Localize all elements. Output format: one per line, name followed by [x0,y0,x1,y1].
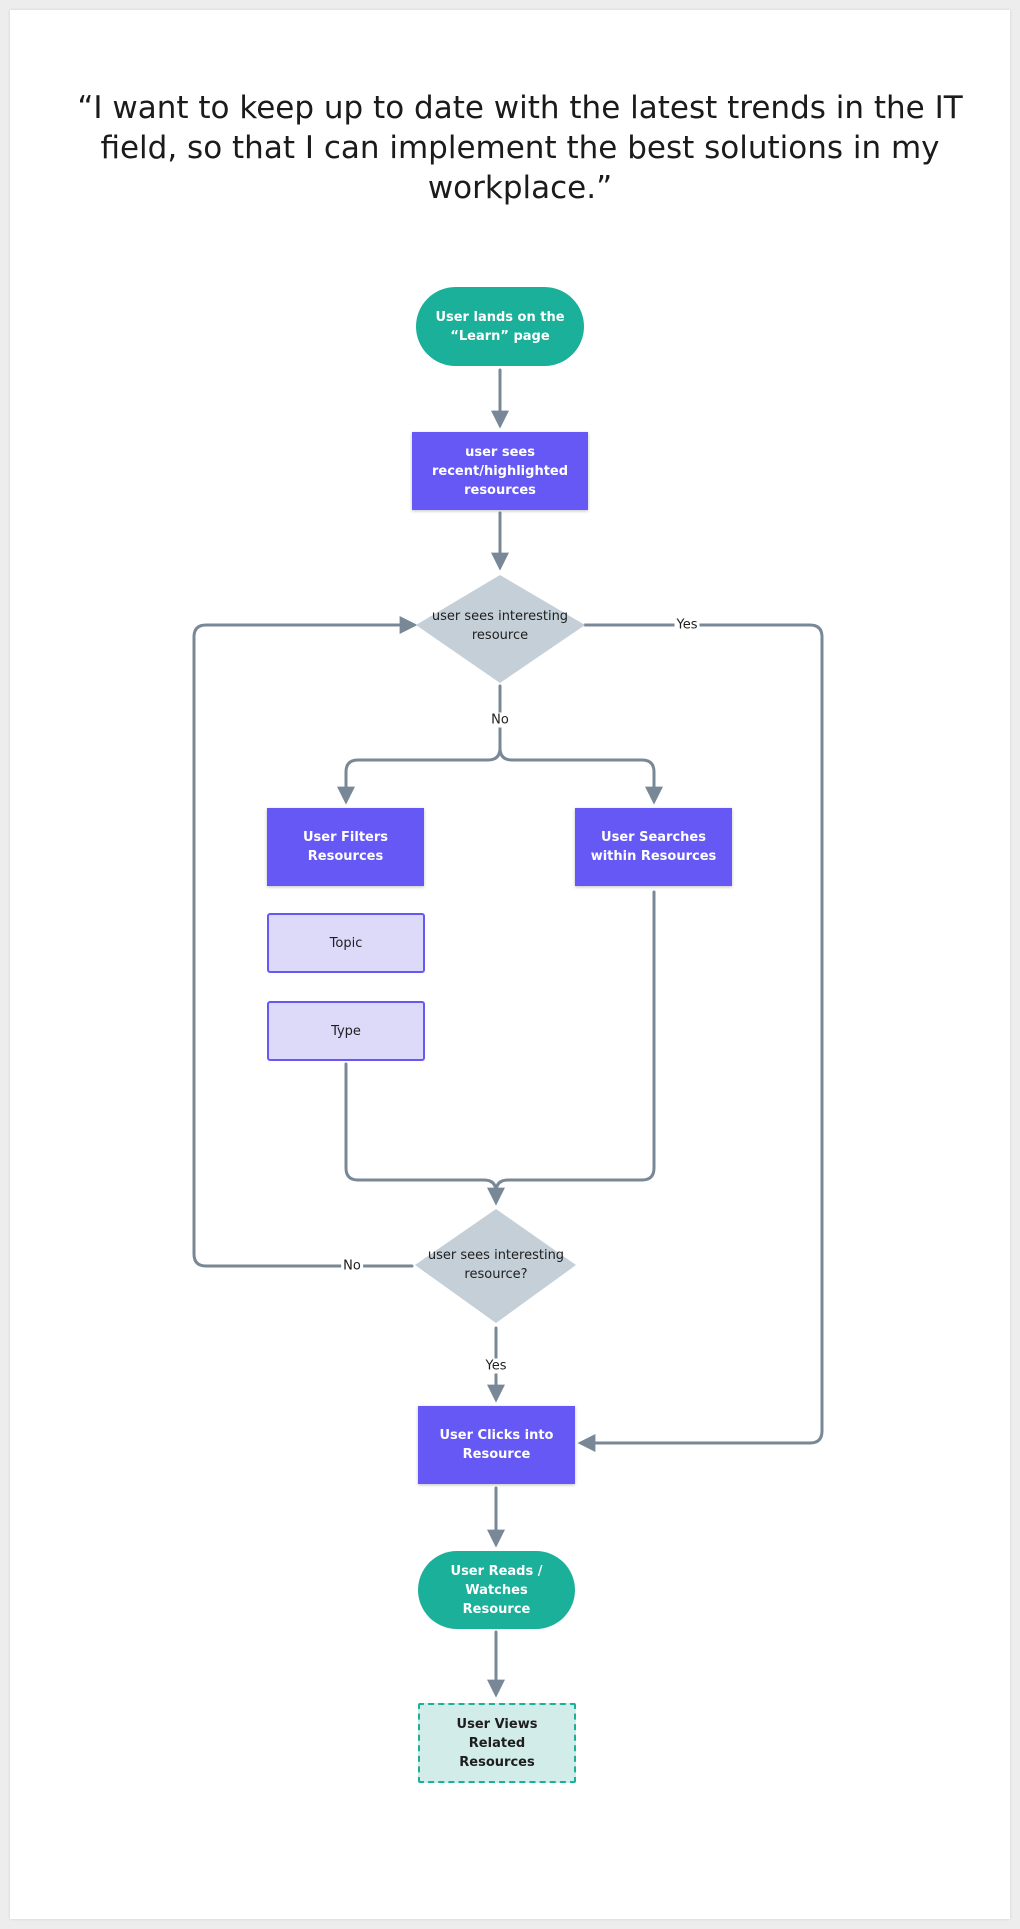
search-label: User Searches within Resources [590,830,717,864]
decision1-label: user sees interesting resource [431,609,569,643]
clicks-resource-label: User Clicks into Resource [439,1428,554,1462]
recent-resources-label: user sees recent/highlighted resources [431,444,569,498]
decision2-label: user sees interesting resource? [427,1248,565,1282]
reads-resource-node: User Reads / Watches Resource [418,1551,575,1629]
edge-decision2-no-loop [192,616,418,1268]
recent-resources-node: user sees recent/highlighted resources [412,432,588,510]
related-resources-label: User Views Related Resources [456,1716,538,1770]
decision-diamond-1 [416,575,585,683]
related-resources-node: User Views Related Resources [418,1703,576,1783]
decision2-node: user sees interesting resource? [411,1245,581,1285]
decision2-yes-label: Yes [483,1358,509,1374]
reads-resource-label: User Reads / Watches Resource [450,1563,543,1617]
edge-decision1-yes-to-clicks [577,623,824,1452]
flowchart-connectors [192,368,824,1698]
edge-search-to-merge [494,890,656,1194]
edge-decision1-no-to-search [498,746,663,805]
decision2-no-label: No [341,1258,363,1274]
decision1-no-label: No [489,712,511,728]
clicks-resource-node: User Clicks into Resource [418,1406,575,1484]
user-story-quote: “I want to keep up to date with the late… [77,90,963,206]
decision-diamond-2 [415,1209,576,1323]
start-node-label: User lands on the “Learn” page [435,309,565,344]
edge-type-to-merge [344,1062,505,1206]
topic-label: Topic [329,935,363,951]
flowchart-canvas: “I want to keep up to date with the late… [10,10,1010,1919]
type-label: Type [331,1023,361,1039]
start-node: User lands on the “Learn” page [416,287,584,366]
type-filter-node: Type [267,1001,425,1061]
filters-node: User Filters Resources [267,808,424,886]
topic-filter-node: Topic [267,913,425,973]
decision1-node: user sees interesting resource [424,606,576,646]
decision1-yes-label: Yes [674,617,700,633]
edge-decision1-no-split [337,684,502,805]
filters-label: User Filters Resources [302,830,389,864]
search-node: User Searches within Resources [575,808,732,886]
